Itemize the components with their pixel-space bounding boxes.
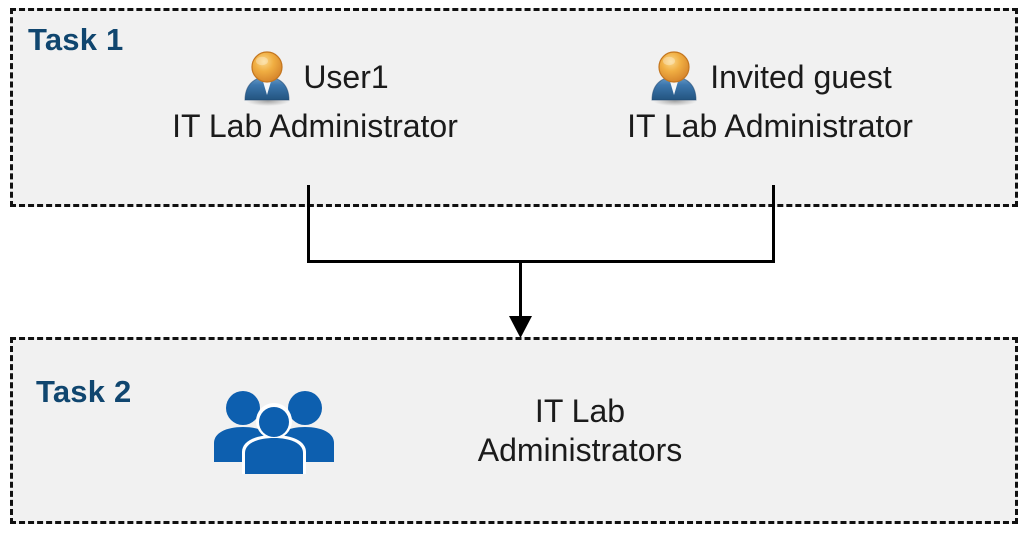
task-1-label: Task 1 bbox=[28, 22, 124, 57]
member-name: User1 bbox=[303, 59, 389, 96]
group-of-people-icon bbox=[214, 391, 334, 474]
member-role: IT Lab Administrator bbox=[627, 108, 913, 144]
task-1-member-user1: User1 IT Lab Administrator bbox=[135, 50, 495, 145]
task-1-member-invited-guest: Invited guest IT Lab Administrator bbox=[585, 50, 955, 145]
member-header-row: User1 bbox=[135, 50, 495, 106]
task-2-container bbox=[10, 337, 1018, 524]
user-icon bbox=[244, 51, 291, 106]
group-icon-wrapper bbox=[212, 388, 336, 479]
group-name-line-2: Administrators bbox=[477, 432, 683, 469]
member-header-row: Invited guest bbox=[585, 50, 955, 106]
group-name: IT Lab Administrators bbox=[400, 392, 760, 470]
member-name: Invited guest bbox=[710, 59, 892, 96]
task-2-label: Task 2 bbox=[36, 374, 132, 409]
task-1-container bbox=[10, 8, 1018, 207]
group-name-line-1: IT Lab bbox=[534, 393, 626, 429]
user-icon bbox=[651, 51, 698, 106]
member-role: IT Lab Administrator bbox=[172, 108, 458, 144]
arrowhead bbox=[509, 316, 532, 338]
